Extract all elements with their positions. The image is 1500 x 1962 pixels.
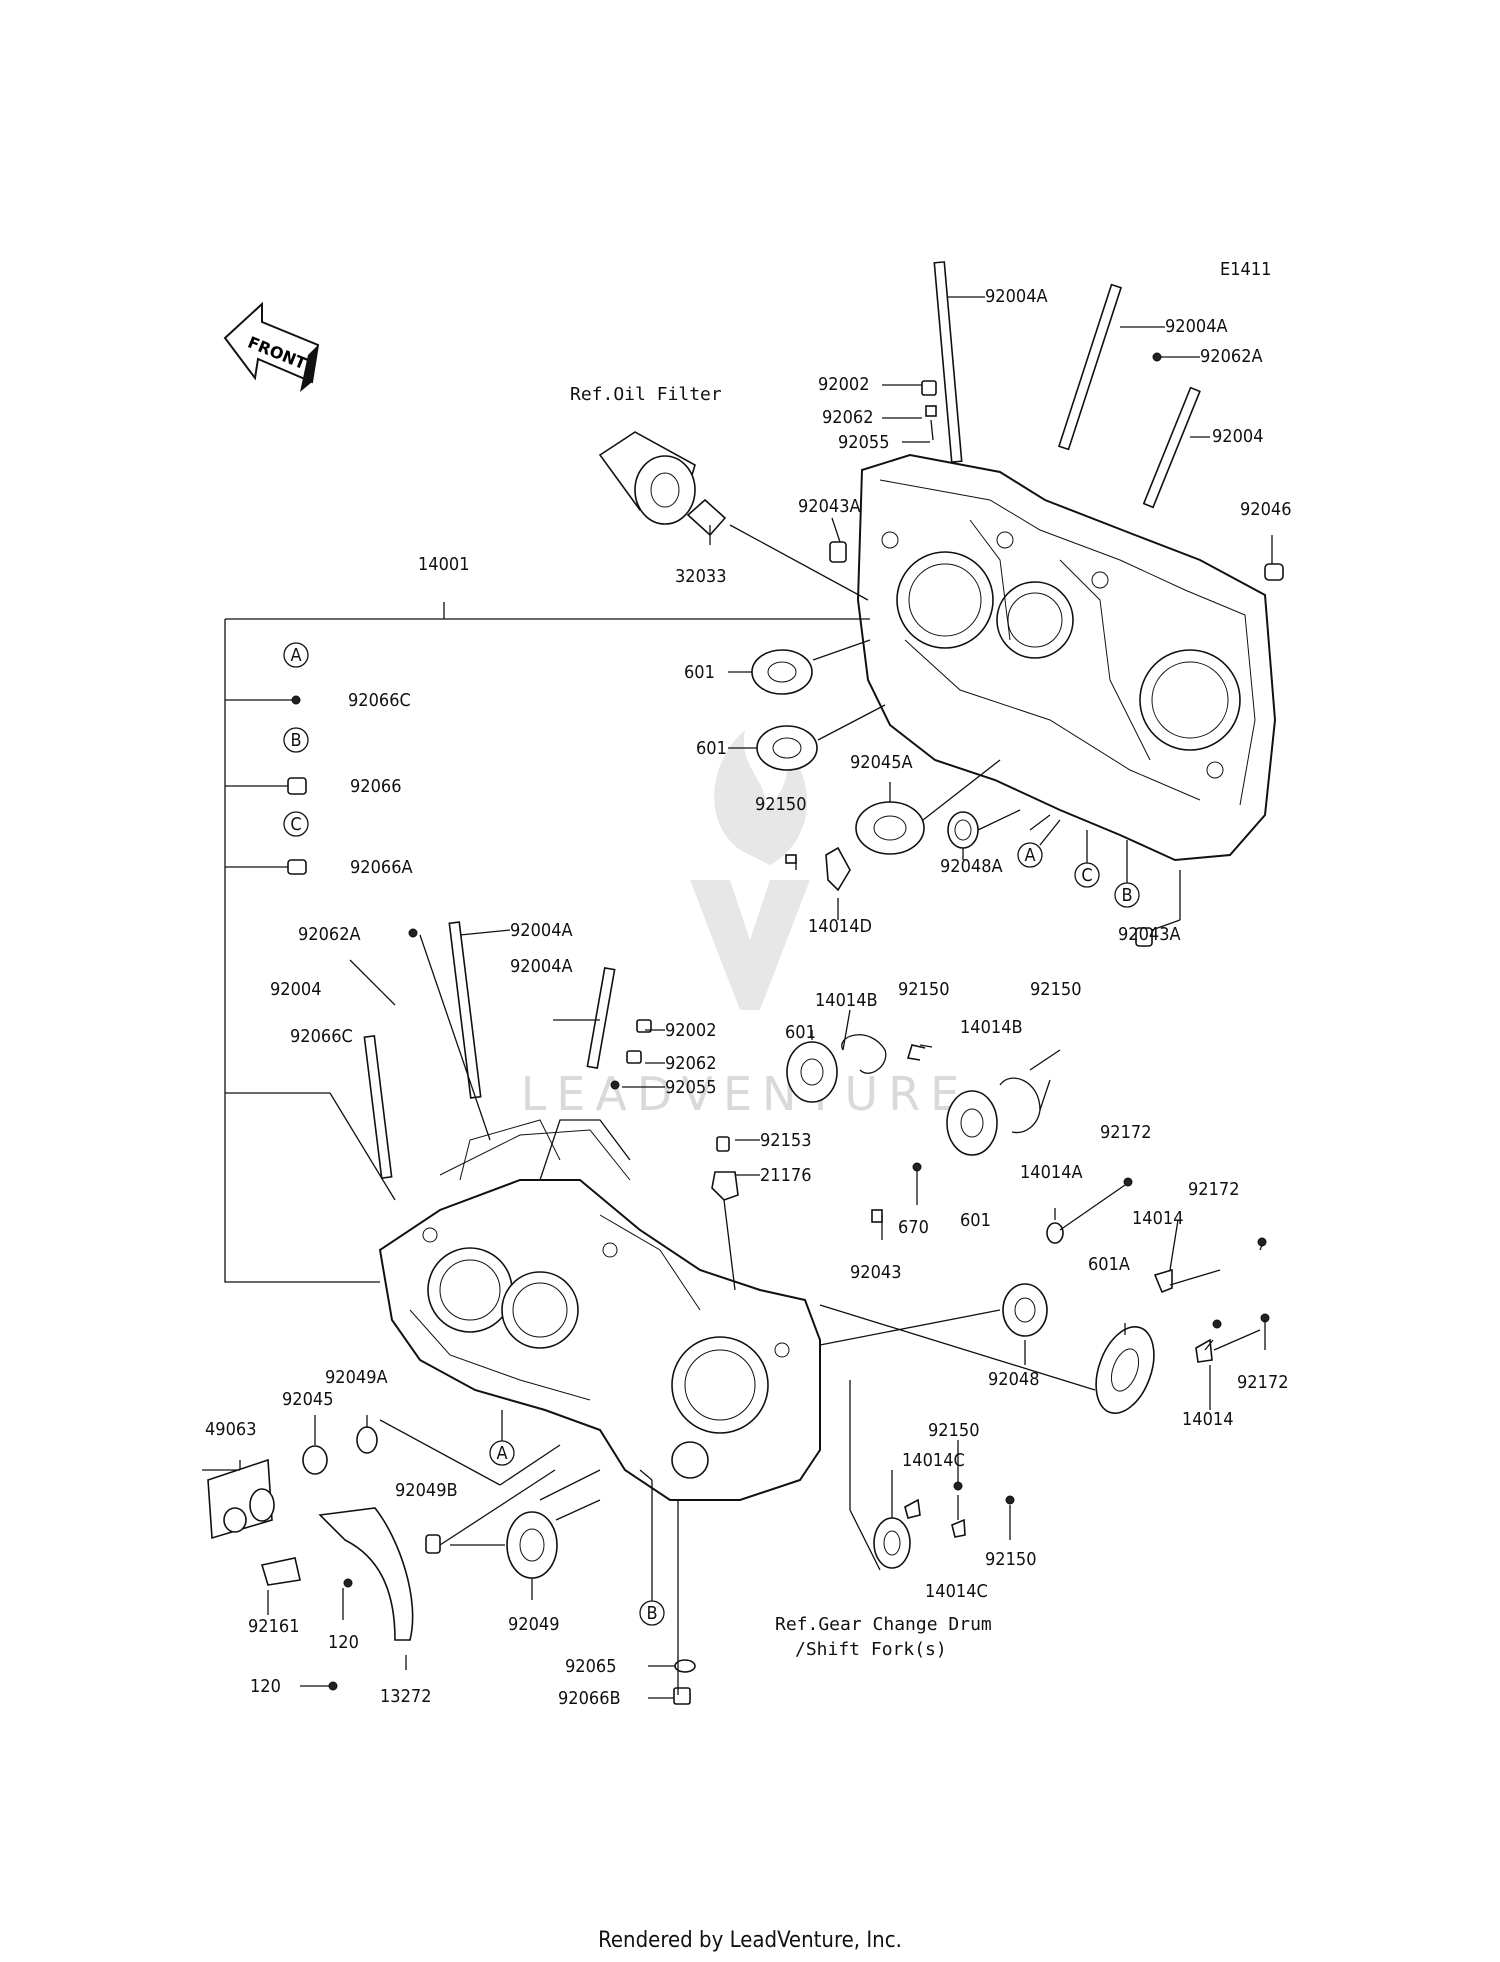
label-92055-1[interactable]: 92055 [838,432,890,453]
label-92066[interactable]: 92066 [350,776,402,797]
leadventure-watermark: LEADVENTURE [521,730,970,1121]
label-92046[interactable]: 92046 [1240,499,1292,520]
label-14014D[interactable]: 14014D [808,916,872,937]
lower-crankcase-half [378,1119,821,1501]
lower-side-parts [207,1034,1270,1705]
label-92172-3[interactable]: 92172 [1237,1372,1289,1393]
label-92004A-3[interactable]: 92004A [510,920,573,941]
crankcase-set-bracket [224,602,870,1283]
part-labels: 14001 92004A 92004A 92062A 92004 92002 9… [205,286,1292,1709]
label-92004A-4[interactable]: 92004A [510,956,573,977]
label-670[interactable]: 670 [898,1217,929,1238]
label-92043A-1[interactable]: 92043A [798,496,861,517]
callout-b-lower: B [646,1603,657,1624]
leader-lines [202,296,1273,1699]
label-14014C-1[interactable]: 14014C [902,1450,965,1471]
upper-side-parts [751,541,1284,947]
label-14001[interactable]: 14001 [418,554,470,575]
label-92150-1[interactable]: 92150 [755,794,807,815]
lower-stud-bolts [363,921,652,1179]
label-601A[interactable]: 601A [1088,1254,1130,1275]
diagram-id: E1411 [1220,259,1271,280]
label-14014C-2[interactable]: 14014C [925,1581,988,1602]
label-92004A-2[interactable]: 92004A [1165,316,1228,337]
label-92049B[interactable]: 92049B [395,1480,458,1501]
oil-filter [598,431,727,537]
label-601-4[interactable]: 601 [960,1210,991,1231]
label-92043[interactable]: 92043 [850,1262,902,1283]
watermark-text: LEADVENTURE [521,1067,970,1121]
upper-crankcase-half [856,453,1277,862]
label-92150-3[interactable]: 92150 [1030,979,1082,1000]
ref-oil-filter[interactable]: Ref.Oil Filter [570,384,722,405]
ref-shift-fork[interactable]: /Shift Fork(s) [795,1639,947,1660]
label-92066C-1[interactable]: 92066C [348,690,411,711]
label-92062A-1[interactable]: 92062A [1200,346,1263,367]
label-92066A[interactable]: 92066A [350,857,413,878]
label-92049[interactable]: 92049 [508,1614,560,1635]
callout-a-lower: A [496,1443,507,1464]
callout-c-upper: C [1081,865,1092,886]
label-92043A-2[interactable]: 92043A [1118,924,1181,945]
label-601-3[interactable]: 601 [785,1022,816,1043]
label-14014-2[interactable]: 14014 [1182,1409,1234,1430]
label-120-2[interactable]: 120 [250,1676,281,1697]
label-601-1[interactable]: 601 [684,662,715,683]
label-92150-5[interactable]: 92150 [985,1549,1037,1570]
label-92002-1[interactable]: 92002 [818,374,870,395]
label-92048[interactable]: 92048 [988,1369,1040,1390]
label-92004A-1[interactable]: 92004A [985,286,1048,307]
label-92055-2[interactable]: 92055 [665,1077,717,1098]
label-92065[interactable]: 92065 [565,1656,617,1677]
label-92062-2[interactable]: 92062 [665,1053,717,1074]
callout-b-legend: B [290,730,301,751]
label-92066B[interactable]: 92066B [558,1688,621,1709]
upper-stud-bolts [921,261,1201,509]
footer-credit: Rendered by LeadVenture, Inc. [598,1928,902,1953]
label-49063[interactable]: 49063 [205,1419,257,1440]
label-92004-1[interactable]: 92004 [1212,426,1264,447]
label-92045[interactable]: 92045 [282,1389,334,1410]
label-92004-2[interactable]: 92004 [270,979,322,1000]
label-92153[interactable]: 92153 [760,1130,812,1151]
label-92172-2[interactable]: 92172 [1188,1179,1240,1200]
label-92172-1[interactable]: 92172 [1100,1122,1152,1143]
label-32033[interactable]: 32033 [675,566,727,587]
label-92048A[interactable]: 92048A [940,856,1003,877]
callout-b-upper: B [1121,885,1132,906]
label-14014B-2[interactable]: 14014B [960,1017,1023,1038]
callout-a-upper: A [1024,845,1035,866]
label-14014-1[interactable]: 14014 [1132,1208,1184,1229]
label-92002-2[interactable]: 92002 [665,1020,717,1041]
label-13272[interactable]: 13272 [380,1686,432,1707]
label-120-1[interactable]: 120 [328,1632,359,1653]
callout-letters: A B C A C B A B [290,645,1132,1624]
label-14014B-1[interactable]: 14014B [815,990,878,1011]
label-21176[interactable]: 21176 [760,1165,812,1186]
callout-c-legend: C [290,814,301,835]
label-92062-1[interactable]: 92062 [822,407,874,428]
front-arrow-icon: FRONT [223,301,320,392]
label-92066C-2[interactable]: 92066C [290,1026,353,1047]
label-92062A-2[interactable]: 92062A [298,924,361,945]
label-92161[interactable]: 92161 [248,1616,300,1637]
callout-a-legend: A [290,645,301,666]
label-14014A[interactable]: 14014A [1020,1162,1083,1183]
label-92049A[interactable]: 92049A [325,1367,388,1388]
label-92150-2[interactable]: 92150 [898,979,950,1000]
ref-gear-change-drum[interactable]: Ref.Gear Change Drum [775,1614,992,1635]
label-601-2[interactable]: 601 [696,738,727,759]
label-92045A[interactable]: 92045A [850,752,913,773]
label-92150-4[interactable]: 92150 [928,1420,980,1441]
